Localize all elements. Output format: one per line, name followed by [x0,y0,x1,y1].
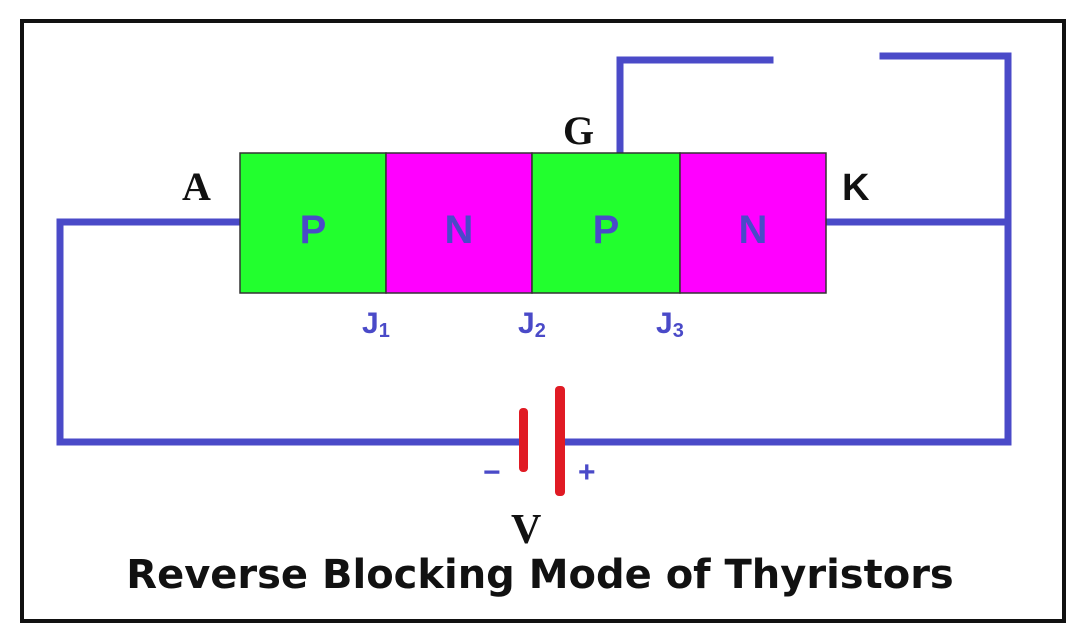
junction-1-label: J1 [362,307,390,342]
layer-n1 [385,152,533,294]
anode-label: A [182,164,211,209]
diagram-frame [20,19,1066,623]
anode-wire [56,218,526,446]
battery-symbol [519,386,565,496]
junction-3-label: J3 [656,307,684,342]
layer-label-n2: N [739,208,768,252]
layer-label-p2: P [593,208,620,252]
battery-short-plate [519,408,528,472]
battery-minus-sign: − [483,456,501,489]
junction-2-label: J2 [518,307,546,342]
cathode-label: K [842,167,870,209]
battery-label: V [511,507,541,553]
circuit-wires [56,52,1012,446]
battery-plus-sign: + [578,456,596,489]
gate-wire [616,56,774,157]
cathode-return-wire [556,52,1012,446]
layer-n2 [679,152,827,294]
layer-label-n1: N [445,208,474,252]
diagram-title: Reverse Blocking Mode of Thyristors [126,552,954,598]
pnpn-layers [239,152,827,294]
layer-label-p1: P [300,208,327,252]
gate-label: G [563,108,594,153]
battery-long-plate [555,386,565,496]
layer-p1 [239,152,387,294]
